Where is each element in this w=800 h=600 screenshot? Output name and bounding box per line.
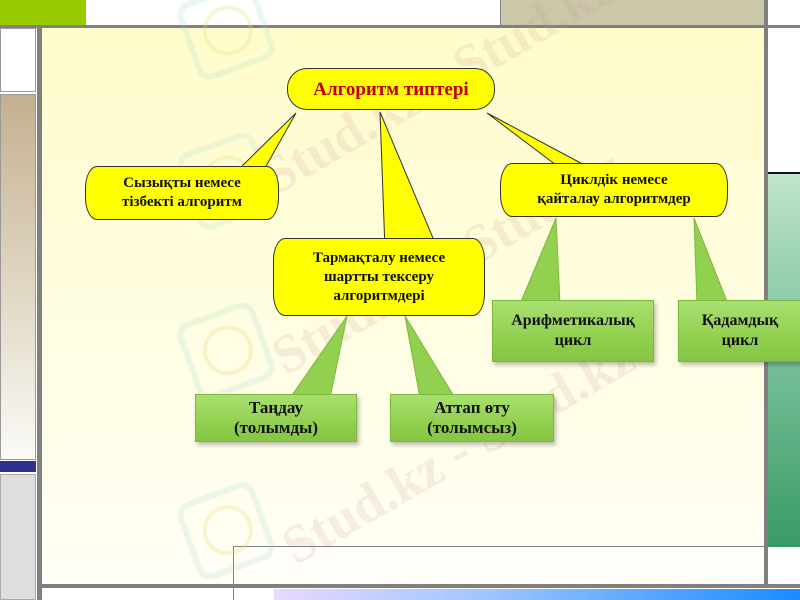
node-label-line: шартты тексеру: [324, 268, 434, 285]
node-cyclic-algorithm: Циклдік немесе қайталау алгоритмдер: [500, 163, 728, 217]
node-label-line: Циклдік немесе: [560, 172, 668, 188]
node-label-line: қайталау алгоритмдер: [537, 191, 691, 207]
node-label-line: тізбекті алгоритм: [121, 194, 242, 210]
node-label-line: Тармақталу немесе: [312, 249, 446, 266]
pointer-step-to-cyclic: [693, 217, 729, 305]
node-label-line: Аттап өту: [434, 398, 510, 417]
node-arithmetic-cycle: Арифметикалық цикл: [492, 300, 654, 362]
frame-top-bar: [0, 25, 800, 28]
node-label-line: алгоритмдері: [333, 287, 425, 304]
pointer-arithmetic-to-cyclic: [519, 217, 561, 305]
frame-top-olive-block: [500, 0, 767, 25]
frame-left-navy-strip: [0, 461, 36, 472]
node-root-label: Алгоритм типтері: [313, 78, 469, 100]
node-label-line: цикл: [721, 332, 759, 349]
node-choice-full: Таңдау (толымды): [195, 394, 357, 442]
pointer-skip-to-branching: [404, 315, 456, 399]
pointer-cyclic-to-root: [486, 112, 591, 169]
node-skip-partial: Аттап өту (толымсыз): [390, 394, 554, 442]
frame-bottom-outline: [233, 546, 764, 584]
node-branching-algorithm: Тармақталу немесе шартты тексеру алгорит…: [273, 238, 485, 316]
frame-bottom-bar: [42, 584, 800, 588]
frame-right-black-line: [768, 172, 800, 174]
frame-bottom-divider: [233, 588, 234, 600]
node-label-line: Таңдау: [249, 398, 303, 417]
node-label-line: Арифметикалық: [511, 312, 635, 329]
frame-left-white-block: [0, 28, 36, 92]
node-label-line: (толымды): [234, 418, 318, 437]
node-label-line: Қадамдық: [701, 312, 779, 329]
frame-top-lime-block: [0, 0, 86, 25]
frame-bottom-gradient-strip: [274, 589, 800, 600]
frame-left-vertical-bar: [37, 28, 42, 600]
node-linear-algorithm: Сызықты немесе тізбекті алгоритм: [85, 166, 279, 220]
frame-left-tan-gradient: [0, 94, 36, 460]
node-root-algorithm-types: Алгоритм типтері: [287, 68, 495, 110]
pointer-choice-to-branching: [289, 315, 348, 399]
pointer-branching-to-root: [379, 111, 439, 251]
frame-right-white-block: [768, 28, 800, 173]
pointer-linear-to-root: [238, 112, 297, 169]
node-label-line: (толымсыз): [427, 418, 517, 437]
node-step-cycle: Қадамдық цикл: [678, 300, 800, 362]
node-label-line: Сызықты немесе: [123, 175, 241, 191]
node-label-line: цикл: [554, 332, 592, 349]
